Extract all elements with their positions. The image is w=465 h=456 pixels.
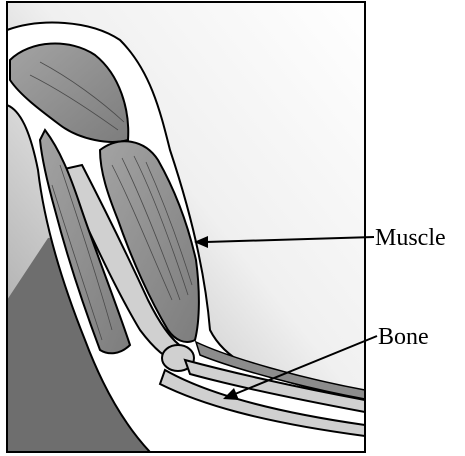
muscle-label: Muscle [375, 225, 446, 251]
bone-label: Bone [378, 324, 429, 350]
